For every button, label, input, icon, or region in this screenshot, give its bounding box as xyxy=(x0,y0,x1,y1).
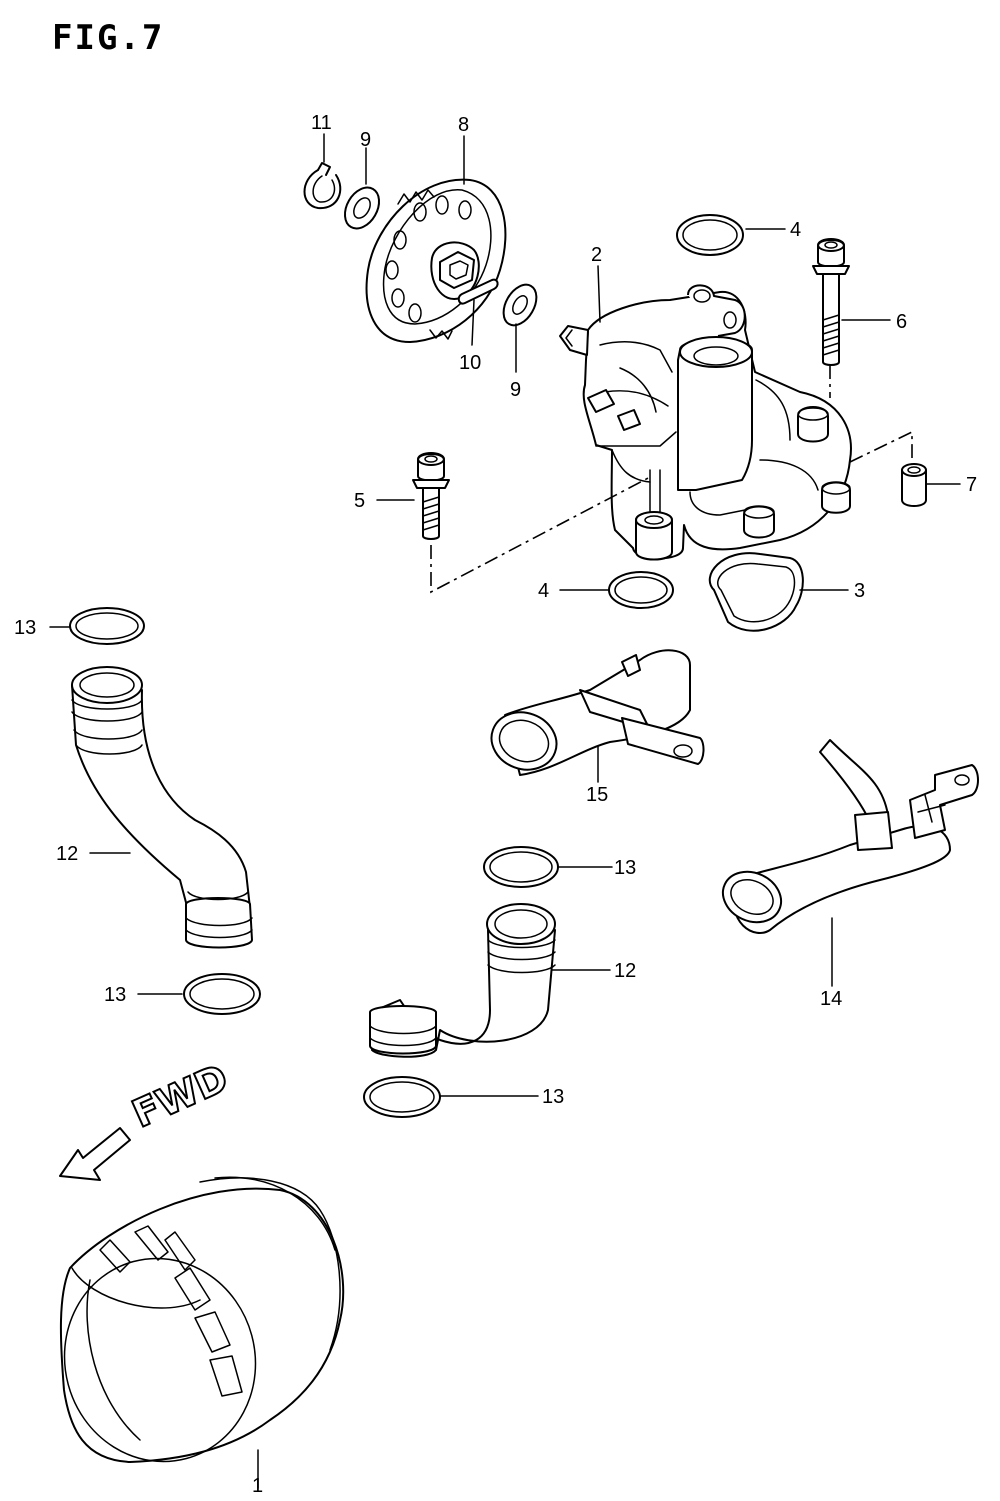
o-ring-part-lower xyxy=(608,571,674,609)
callout-13-lower-left: 13 xyxy=(104,984,126,1006)
callout-14: 14 xyxy=(820,988,842,1010)
callout-13-upper-left: 13 xyxy=(14,617,36,639)
callout-12-left: 12 xyxy=(56,843,78,865)
callout-6: 6 xyxy=(896,311,907,333)
washer-part-upper xyxy=(343,186,381,230)
o-ring-13-middle-lower xyxy=(363,1076,441,1118)
strainer-pipe-15 xyxy=(490,649,705,776)
callout-9-lower: 9 xyxy=(510,379,521,401)
callout-7: 7 xyxy=(966,474,977,496)
strainer-pipe-14 xyxy=(721,739,979,934)
callout-15: 15 xyxy=(586,784,608,806)
alignment-line-lower xyxy=(430,475,653,594)
dowel-part xyxy=(901,463,927,507)
oil-pipe-12-middle xyxy=(369,903,556,1058)
oil-pump-body-part xyxy=(559,284,852,561)
washer-part-lower xyxy=(502,283,538,327)
callout-5: 5 xyxy=(354,490,365,512)
oil-filter-part xyxy=(59,1176,345,1463)
circlip-part xyxy=(303,162,342,210)
forward-arrow-icon xyxy=(59,1127,131,1181)
o-ring-13-upper-left xyxy=(69,607,145,645)
callout-2: 2 xyxy=(591,244,602,266)
bolt-part-lower xyxy=(412,452,450,540)
callout-13-middle-lower: 13 xyxy=(542,1086,564,1108)
figure-title: FIG.7 xyxy=(52,18,165,58)
oil-pipe-12-left xyxy=(71,666,253,949)
callout-1: 1 xyxy=(252,1475,263,1497)
o-ring-13-lower-left xyxy=(183,973,261,1015)
callout-leaders xyxy=(49,133,961,1489)
o-ring-13-middle-upper xyxy=(483,846,559,888)
oil-pump-gear-part xyxy=(365,178,507,343)
callout-10: 10 xyxy=(459,352,481,374)
dowel-pin-part xyxy=(457,278,499,305)
callout-4-lower: 4 xyxy=(538,580,549,602)
callout-9-upper: 9 xyxy=(360,129,371,151)
o-ring-part-upper xyxy=(676,214,744,256)
gasket-part xyxy=(708,552,804,632)
callout-11: 11 xyxy=(311,112,332,134)
callout-4-upper: 4 xyxy=(790,219,801,241)
callout-13-middle-upper: 13 xyxy=(614,857,636,879)
forward-direction-indicator: FWD xyxy=(59,1055,235,1181)
callout-labels: 11 9 8 4 2 6 10 9 5 7 4 3 13 15 12 13 12… xyxy=(14,112,977,1497)
callout-12-middle: 12 xyxy=(614,960,636,982)
alignment-line-dowel xyxy=(849,430,913,463)
bolt-part-upper xyxy=(812,238,850,366)
callout-3: 3 xyxy=(854,580,865,602)
callout-8: 8 xyxy=(458,114,469,136)
forward-label: FWD xyxy=(126,1056,235,1137)
